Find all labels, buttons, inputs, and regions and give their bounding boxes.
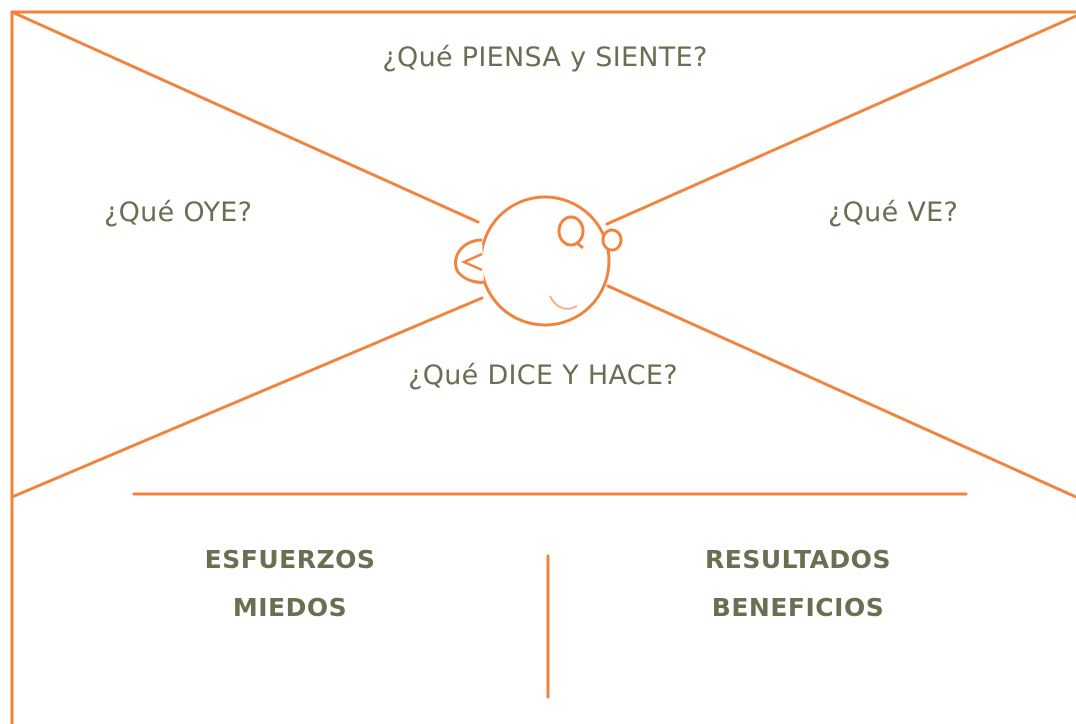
diagonal-bottom-right — [606, 284, 1076, 499]
pains-fears-label: MIEDOS — [232, 593, 348, 622]
diagonal-top-right — [605, 14, 1076, 226]
pains-section: ESFUERZOS MIEDOS — [150, 536, 430, 632]
thinks-and-feels-label: ¿Qué PIENSA y SIENTE? — [382, 42, 708, 73]
diagonal-top-left — [10, 10, 480, 224]
pains-efforts-label: ESFUERZOS — [204, 545, 376, 574]
gains-benefits-label: BENEFICIOS — [711, 593, 885, 622]
gains-section: RESULTADOS BENEFICIOS — [658, 536, 938, 632]
sees-label: ¿Qué VE? — [828, 197, 959, 228]
person-head-icon — [454, 195, 623, 327]
says-and-does-label: ¿Qué DICE Y HACE? — [408, 360, 678, 391]
hears-label: ¿Qué OYE? — [104, 197, 253, 228]
diagonal-bottom-left — [10, 296, 484, 499]
gains-results-label: RESULTADOS — [705, 545, 891, 574]
